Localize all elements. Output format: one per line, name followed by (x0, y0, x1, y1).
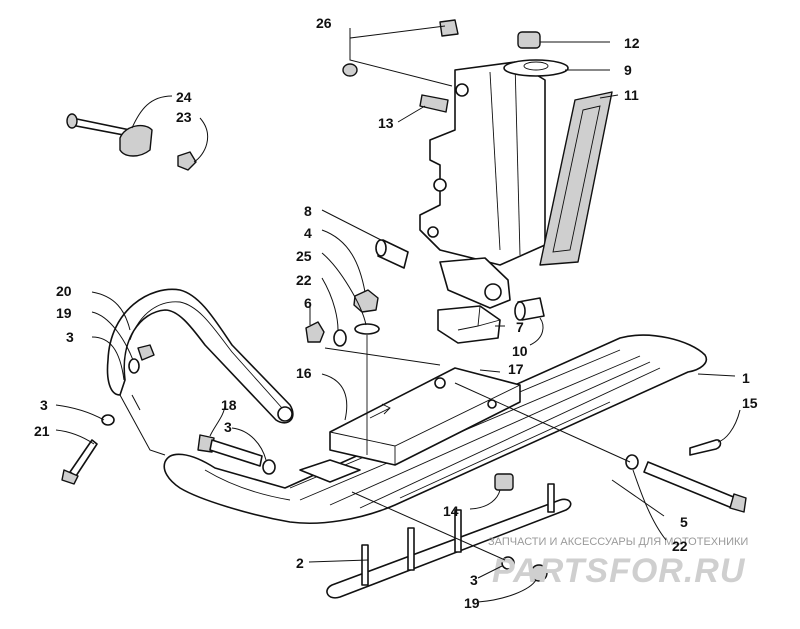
stud-part-14 (494, 473, 514, 491)
callout-19-upper: 19 (56, 305, 72, 321)
callout-6: 6 (304, 295, 312, 311)
callout-16: 16 (296, 365, 312, 381)
decal-part-11 (539, 91, 613, 266)
leader-lines (55, 25, 741, 603)
callout-22-lower: 22 (672, 538, 688, 554)
callout-3-left: 3 (40, 397, 48, 413)
callout-26: 26 (316, 15, 332, 31)
callout-14: 14 (443, 503, 459, 519)
loop-hardware-parts-19-3 (101, 344, 155, 426)
bushing-part-10 (514, 297, 545, 321)
callout-17: 17 (508, 361, 524, 377)
callout-12: 12 (624, 35, 640, 51)
callout-22-upper: 22 (296, 272, 312, 288)
callout-7: 7 (516, 319, 524, 335)
callout-11: 11 (624, 87, 639, 103)
bolt-part-21 (61, 439, 98, 485)
callout-25: 25 (296, 248, 312, 264)
nut-washer-parts-6-22 (305, 321, 347, 347)
block-part-7 (437, 305, 501, 344)
callouts: 26 12 9 11 24 23 13 8 4 25 22 6 7 10 20 … (34, 15, 758, 611)
spindle-part-9 (419, 31, 569, 309)
callout-3-bottom: 3 (470, 572, 478, 588)
nut-washer-parts-4-25 (353, 289, 380, 455)
callout-9: 9 (624, 62, 632, 78)
callout-24: 24 (176, 89, 192, 105)
callout-10: 10 (512, 343, 528, 359)
grease-fitting-part-26 (342, 19, 459, 77)
callout-19-bottom: 19 (464, 595, 480, 611)
callout-15: 15 (742, 395, 758, 411)
saddle-part-16 (329, 367, 521, 466)
bushing-part-8 (375, 239, 409, 269)
callout-4: 4 (304, 225, 312, 241)
callout-3-upper: 3 (66, 329, 74, 345)
cotter-pin-part-15 (625, 439, 747, 513)
callout-3-middle: 3 (224, 419, 232, 435)
wear-bar-part-2 (326, 483, 572, 599)
parts-artwork (61, 19, 747, 599)
callout-13: 13 (378, 115, 394, 131)
callout-21: 21 (34, 423, 50, 439)
callout-2: 2 (296, 555, 304, 571)
bolt-part-18 (197, 434, 276, 475)
ski-loop-part-20 (106, 288, 294, 424)
bolt-part-24 (66, 113, 197, 171)
callout-5: 5 (680, 514, 688, 530)
watermark: ЗАПЧАСТИ И АКСЕССУАРЫ ДЛЯ МОТОТЕХНИКИ PA… (488, 536, 748, 590)
callout-20: 20 (56, 283, 72, 299)
callout-1: 1 (742, 370, 750, 386)
callout-18: 18 (221, 397, 237, 413)
watermark-tagline: ЗАПЧАСТИ И АКСЕССУАРЫ ДЛЯ МОТОТЕХНИКИ (488, 536, 748, 548)
bolt-part-13 (419, 94, 449, 113)
callout-8: 8 (304, 203, 312, 219)
watermark-logo: PARTSFOR.RU (492, 552, 746, 590)
callout-23: 23 (176, 109, 192, 125)
